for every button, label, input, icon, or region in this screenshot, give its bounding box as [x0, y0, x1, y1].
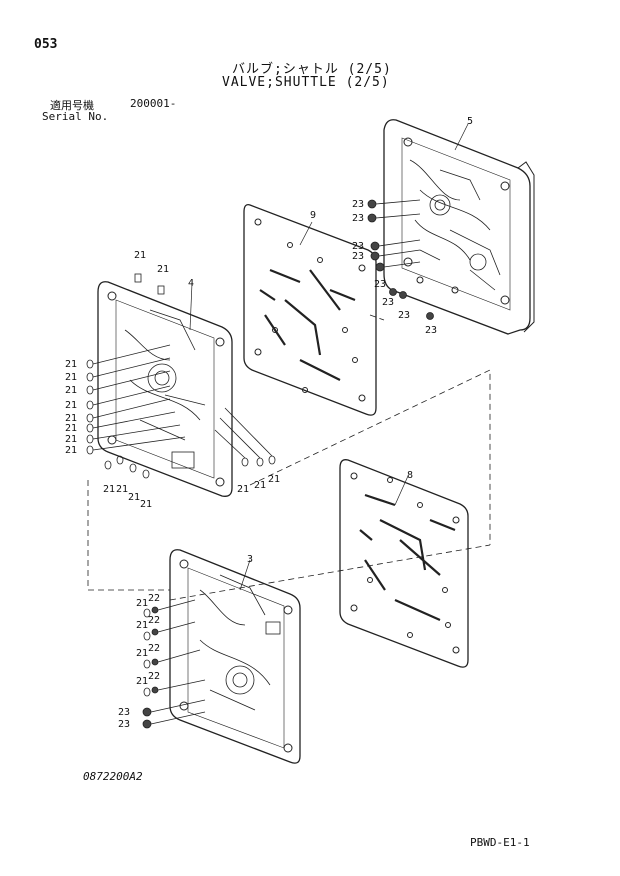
callout-21: 21 — [65, 445, 77, 456]
callout-21: 21 — [65, 385, 77, 396]
drawing-code: 0872200A2 — [83, 770, 143, 783]
callout-21: 21 — [136, 676, 148, 687]
callout-23: 23 — [352, 251, 364, 262]
callout-21: 21 — [140, 499, 152, 510]
callout-21: 21 — [65, 423, 77, 434]
callout-3: 3 — [247, 554, 253, 565]
separator-plate-part-9 — [243, 204, 377, 416]
callout-22: 22 — [148, 615, 160, 626]
page-title: VALVE;SHUTTLE (2/5) — [222, 75, 390, 90]
callout-21: 21 — [65, 434, 77, 445]
sheet-code: PBWD-E1-1 — [470, 836, 530, 849]
callout-21: 21 — [268, 474, 280, 485]
callout-9: 9 — [310, 210, 316, 221]
callout-21: 21 — [237, 484, 249, 495]
callout-23: 23 — [352, 199, 364, 210]
callout-23: 23 — [398, 310, 410, 321]
part-callouts: 5 9 4 8 3 23 23 23 23 23 23 23 23 21 21 … — [65, 116, 473, 730]
callout-23: 23 — [118, 719, 130, 730]
callout-22: 22 — [148, 671, 160, 682]
callout-21: 21 — [157, 264, 169, 275]
callout-21: 21 — [136, 620, 148, 631]
serial-number-value: 200001- — [130, 97, 177, 110]
serial-label-japanese: 適用号機 — [50, 99, 94, 112]
page-number: 053 — [34, 37, 58, 52]
callout-4: 4 — [188, 278, 194, 289]
callout-23: 23 — [118, 707, 130, 718]
callout-23: 23 — [382, 297, 394, 308]
callout-21: 21 — [65, 372, 77, 383]
callout-21: 21 — [134, 250, 146, 261]
fasteners-part-21-22-23-lower — [142, 599, 206, 729]
fasteners-part-23-upper — [367, 199, 434, 320]
callout-23: 23 — [352, 213, 364, 224]
callout-8: 8 — [407, 470, 413, 481]
leader-lines — [189, 123, 469, 591]
callout-21: 21 — [65, 400, 77, 411]
fasteners-part-21-middle — [86, 273, 276, 479]
page-title-japanese: バルブ;シャトル (2/5) — [232, 62, 392, 77]
callout-21: 21 — [254, 480, 266, 491]
valve-body-part-3 — [169, 549, 301, 764]
valve-body-part-4 — [97, 281, 233, 497]
valve-body-part-5 — [383, 119, 535, 335]
callout-22: 22 — [148, 593, 160, 604]
callout-23: 23 — [425, 325, 437, 336]
callout-21: 21 — [136, 648, 148, 659]
callout-21: 21 — [136, 598, 148, 609]
callout-5: 5 — [467, 116, 473, 127]
callout-21: 21 — [116, 484, 128, 495]
callout-23: 23 — [352, 241, 364, 252]
callout-21: 21 — [65, 359, 77, 370]
assembly-guide-lines — [87, 314, 491, 601]
callout-22: 22 — [148, 643, 160, 654]
callout-21: 21 — [128, 492, 140, 503]
callout-21: 21 — [65, 413, 77, 424]
callout-23: 23 — [374, 279, 386, 290]
callout-21: 21 — [103, 484, 115, 495]
separator-plate-part-8 — [339, 459, 469, 668]
serial-label: Serial No. — [42, 110, 109, 123]
